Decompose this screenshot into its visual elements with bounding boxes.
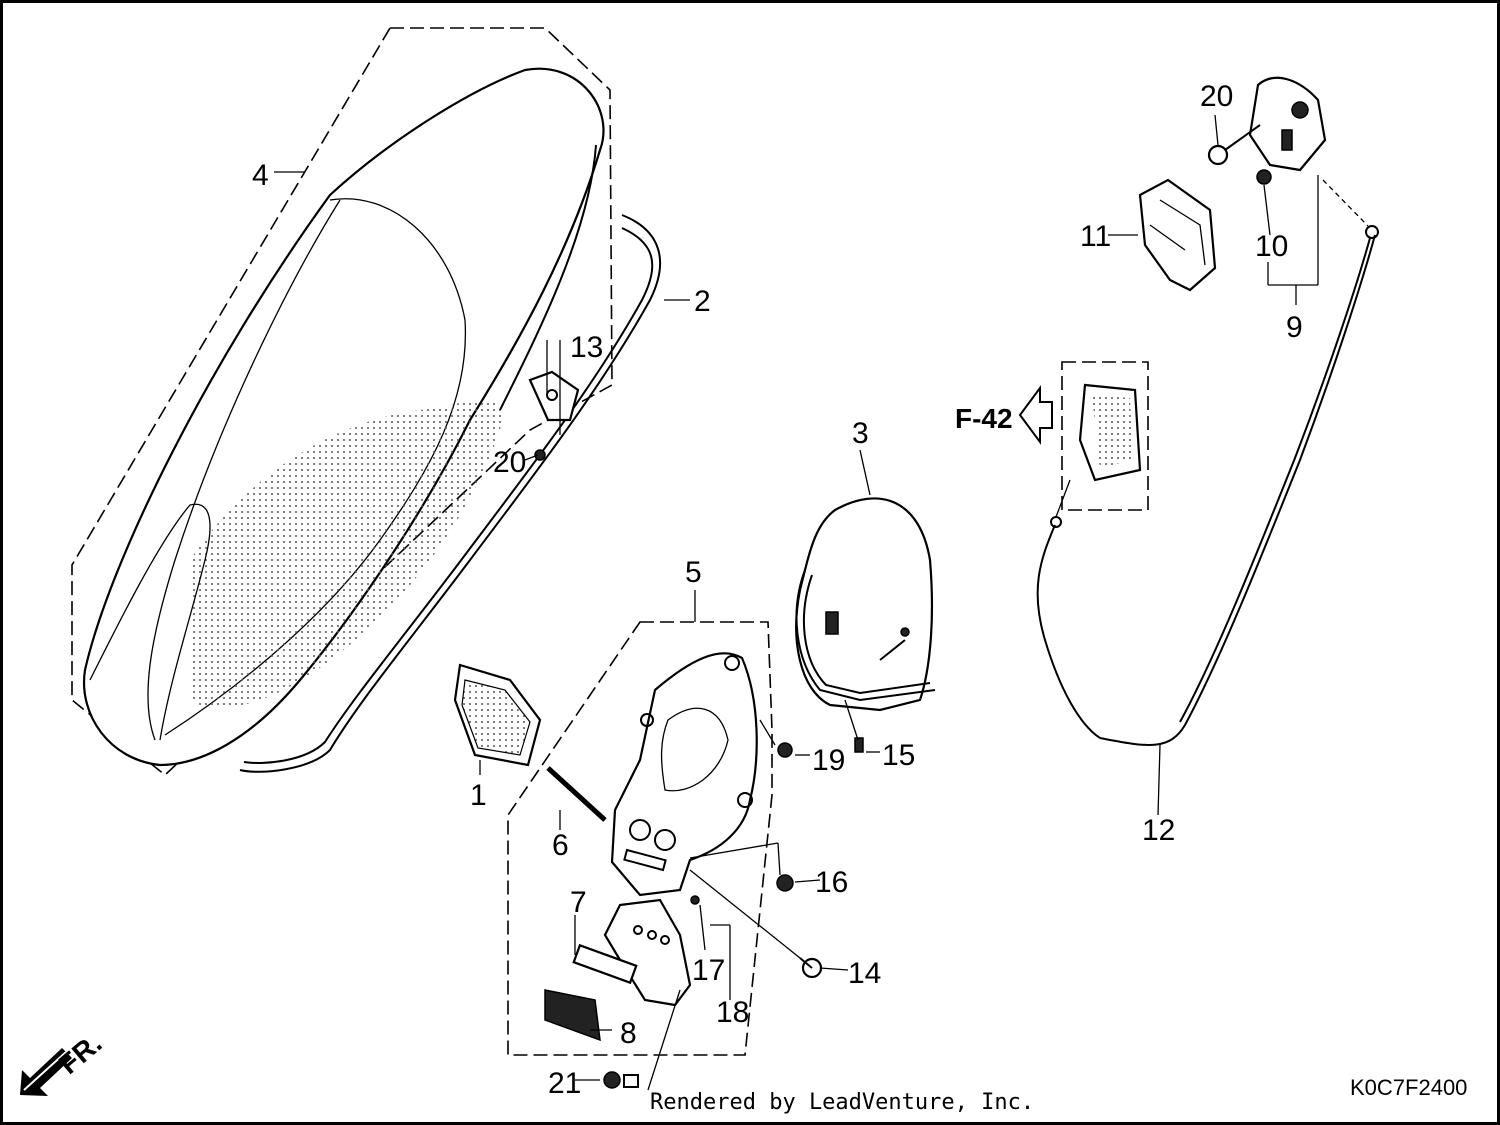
callout-20-latch: 20: [1200, 80, 1233, 113]
render-credit: Rendered by LeadVenture, Inc.: [650, 1090, 1035, 1115]
hinge-bracket: [544, 898, 692, 1089]
cover-part-1: [453, 663, 542, 767]
callout-16: 16: [815, 866, 848, 899]
callout-13: 13: [570, 331, 603, 364]
inner-cover-part-3: [795, 497, 936, 712]
nut-16: [776, 874, 794, 892]
callout-1: 1: [470, 779, 487, 812]
callout-11: 11: [1080, 220, 1111, 253]
callout-12: 12: [1142, 814, 1175, 847]
callout-7: 7: [570, 886, 587, 919]
callout-5: 5: [685, 556, 702, 589]
seal-part-2: [239, 214, 662, 773]
callout-6: 6: [552, 829, 569, 862]
leader-lines: [274, 114, 1319, 1091]
reference-arrow: [1018, 384, 1053, 446]
callout-8: 8: [620, 1017, 637, 1050]
latch-cover-part-11: [1138, 178, 1217, 292]
callout-17: 17: [692, 954, 725, 987]
callout-21: 21: [548, 1067, 581, 1100]
callout-20-seat: 20: [493, 446, 526, 479]
pin-part-6: [546, 766, 607, 822]
reference-part: [1078, 383, 1142, 482]
reference-label: F-42: [955, 403, 1013, 434]
callout-10: 10: [1255, 230, 1288, 263]
reference-box: [1061, 361, 1149, 511]
callout-4: 4: [252, 159, 269, 192]
latch-part-9: [1207, 76, 1327, 185]
bracket-part-13: [528, 370, 580, 461]
seat-part-4: [82, 67, 605, 767]
hinge-plate-part-5: [610, 652, 758, 897]
callout-15: 15: [882, 739, 915, 772]
callout-2: 2: [694, 285, 711, 318]
callout-19: 19: [812, 744, 845, 777]
diagram-code: K0C7F2400: [1350, 1075, 1467, 1100]
clip-15: [854, 737, 864, 753]
callout-14: 14: [848, 957, 881, 990]
seat-group-outline: [71, 27, 613, 777]
front-direction-arrow: [20, 1048, 72, 1096]
washer-17: [690, 895, 700, 905]
callout-3: 3: [852, 417, 869, 450]
front-direction-label: FR.: [53, 1027, 107, 1080]
nut-19: [777, 742, 793, 758]
callout-labels: 4 2 13 20 3 5 1 6 7 8 21 17 18 19 16 14 …: [53, 80, 1467, 1100]
callout-9: 9: [1286, 311, 1303, 344]
callout-18: 18: [716, 996, 749, 1029]
cable-part-12: [1036, 179, 1379, 746]
